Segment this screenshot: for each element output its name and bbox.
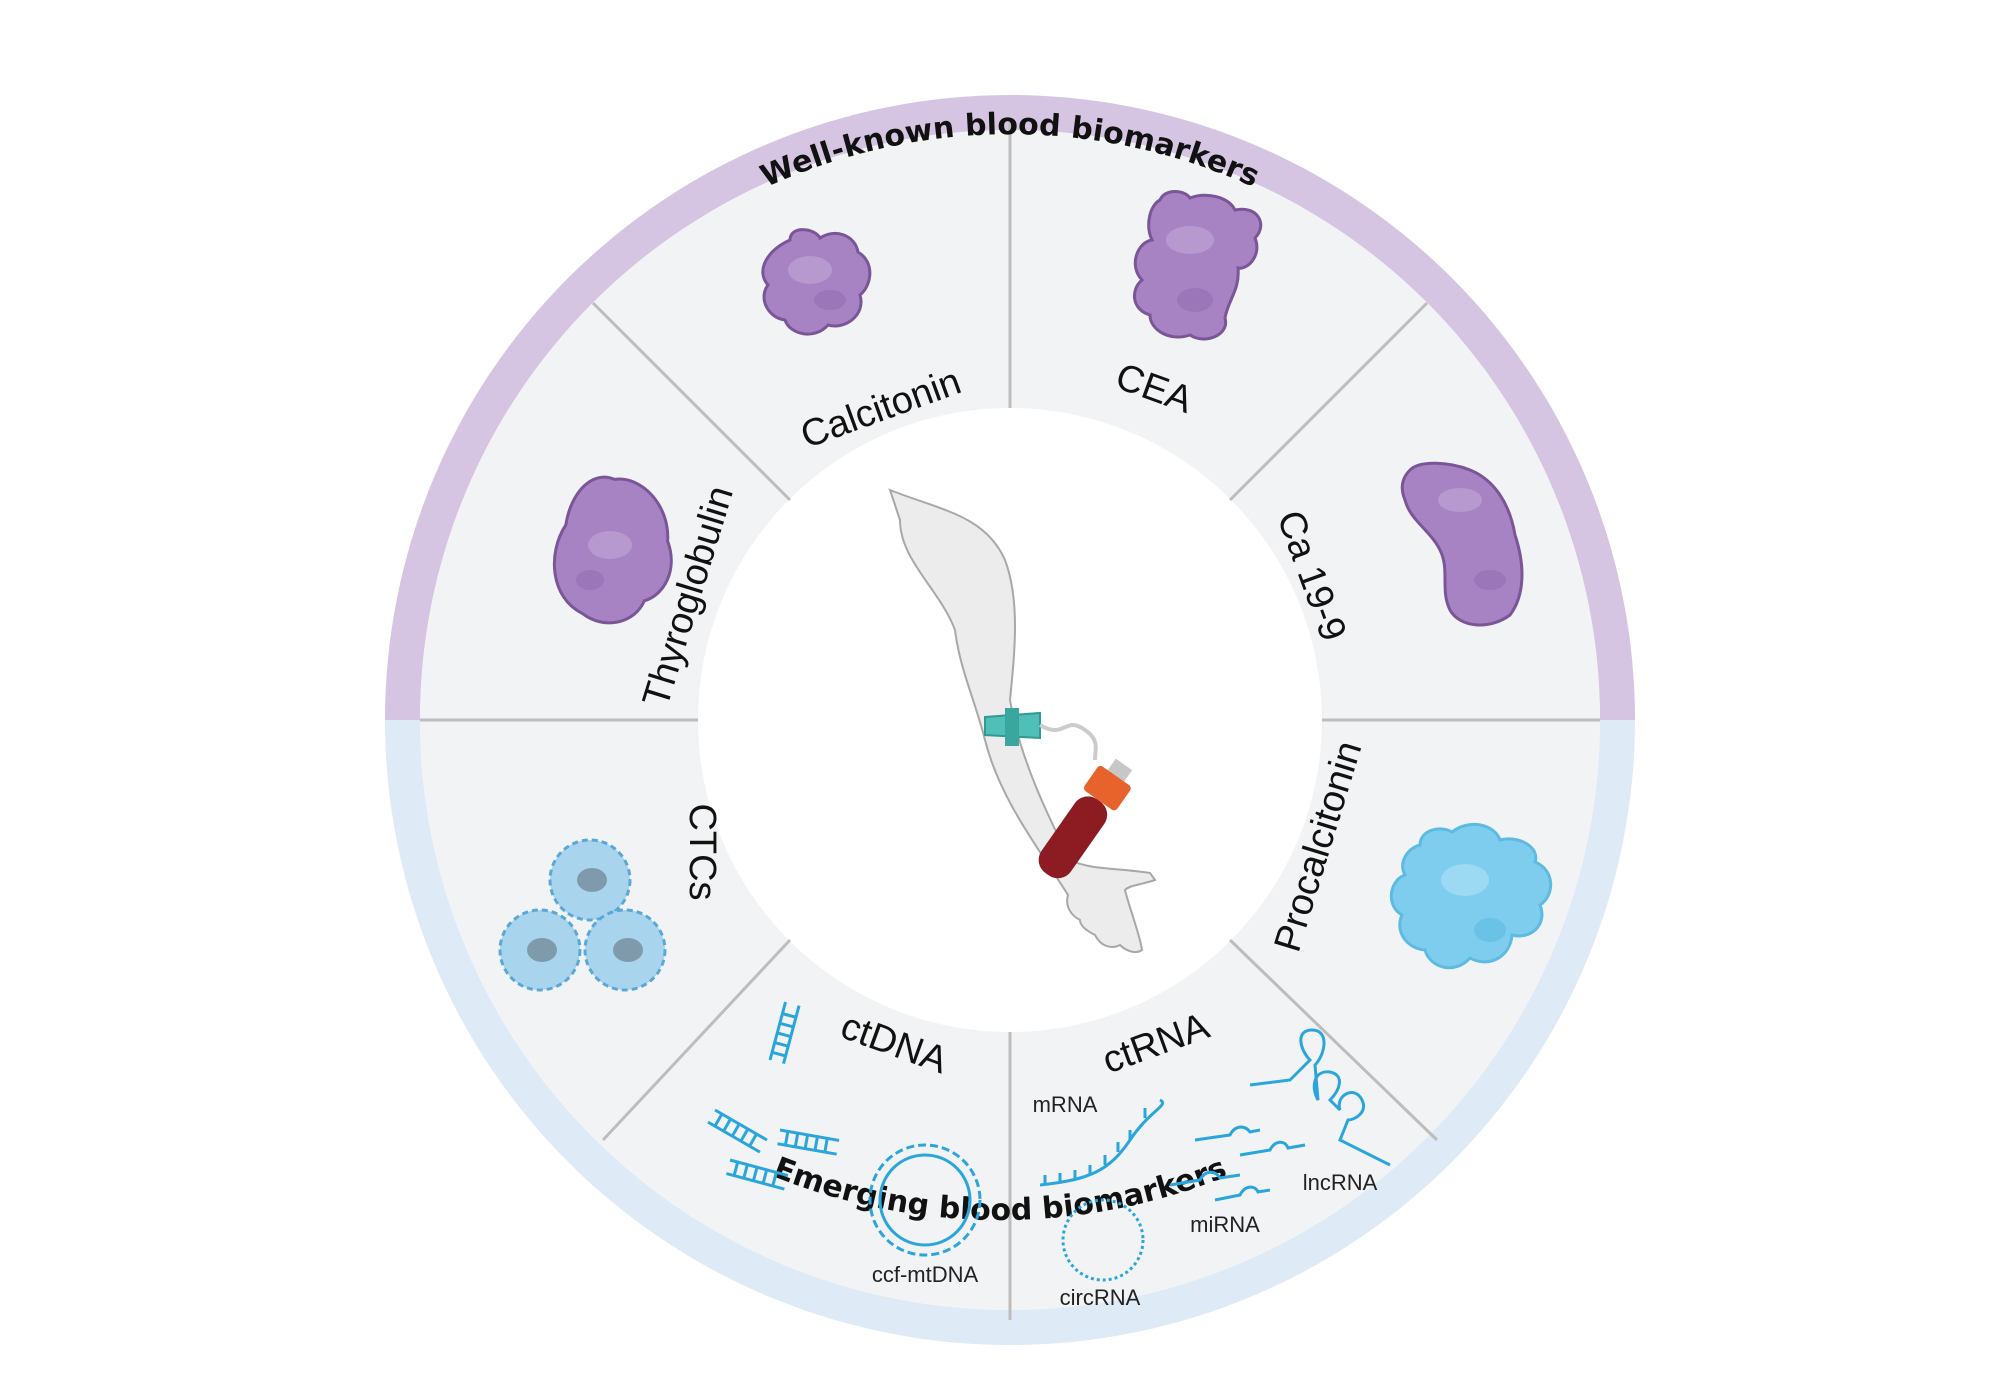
label-ctcs: CTCs: [681, 803, 723, 900]
arm-shape: [888, 488, 1157, 954]
calcitonin-protein-icon: [761, 228, 872, 336]
divider-lower-right: [1228, 938, 1439, 1142]
divider-upper-left: [591, 301, 792, 502]
circular-mtdna-icon: [868, 1143, 982, 1257]
tumor-cell-icon: [498, 908, 582, 992]
arm-blood-draw-icon: [888, 488, 1157, 954]
ca199-protein-icon: [1400, 461, 1524, 627]
tumor-cell-icon: [548, 838, 632, 922]
mirna-icon: [1169, 1125, 1306, 1202]
butterfly-needle-icon: [984, 708, 1041, 746]
procalcitonin-protein-icon: [1390, 823, 1553, 970]
circrna-icon: [1061, 1198, 1145, 1282]
mrna-strand-icon: [1039, 1098, 1165, 1187]
cea-protein-icon: [1133, 190, 1263, 341]
lncrna-label: lncRNA: [1303, 1170, 1378, 1195]
dna-fragment-icon: [725, 1158, 789, 1191]
tumor-cell-icon: [583, 908, 667, 992]
sector-dividers: [420, 118, 1600, 1320]
ctrna-molecules-icon: [1039, 1028, 1391, 1282]
ctdna-fragments-icon: [707, 1001, 982, 1257]
mrna-label: mRNA: [1033, 1092, 1098, 1117]
blood-tube-icon: [1038, 758, 1133, 879]
ccf-mtdna-label: ccf-mtDNA: [872, 1262, 979, 1287]
tubing: [1038, 723, 1098, 761]
dna-fragment-icon: [768, 1001, 801, 1065]
dna-fragment-icon: [707, 1108, 768, 1154]
ctcs-cells-icon: [498, 838, 667, 992]
mirna-label: miRNA: [1190, 1212, 1260, 1237]
lncrna-icon: [1249, 1028, 1391, 1167]
divider-upper-right: [1228, 301, 1429, 502]
dna-fragment-icon: [777, 1128, 840, 1156]
divider-lower-left: [601, 938, 792, 1142]
circrna-label: circRNA: [1060, 1285, 1141, 1310]
thyroglobulin-protein-icon: [552, 475, 673, 625]
